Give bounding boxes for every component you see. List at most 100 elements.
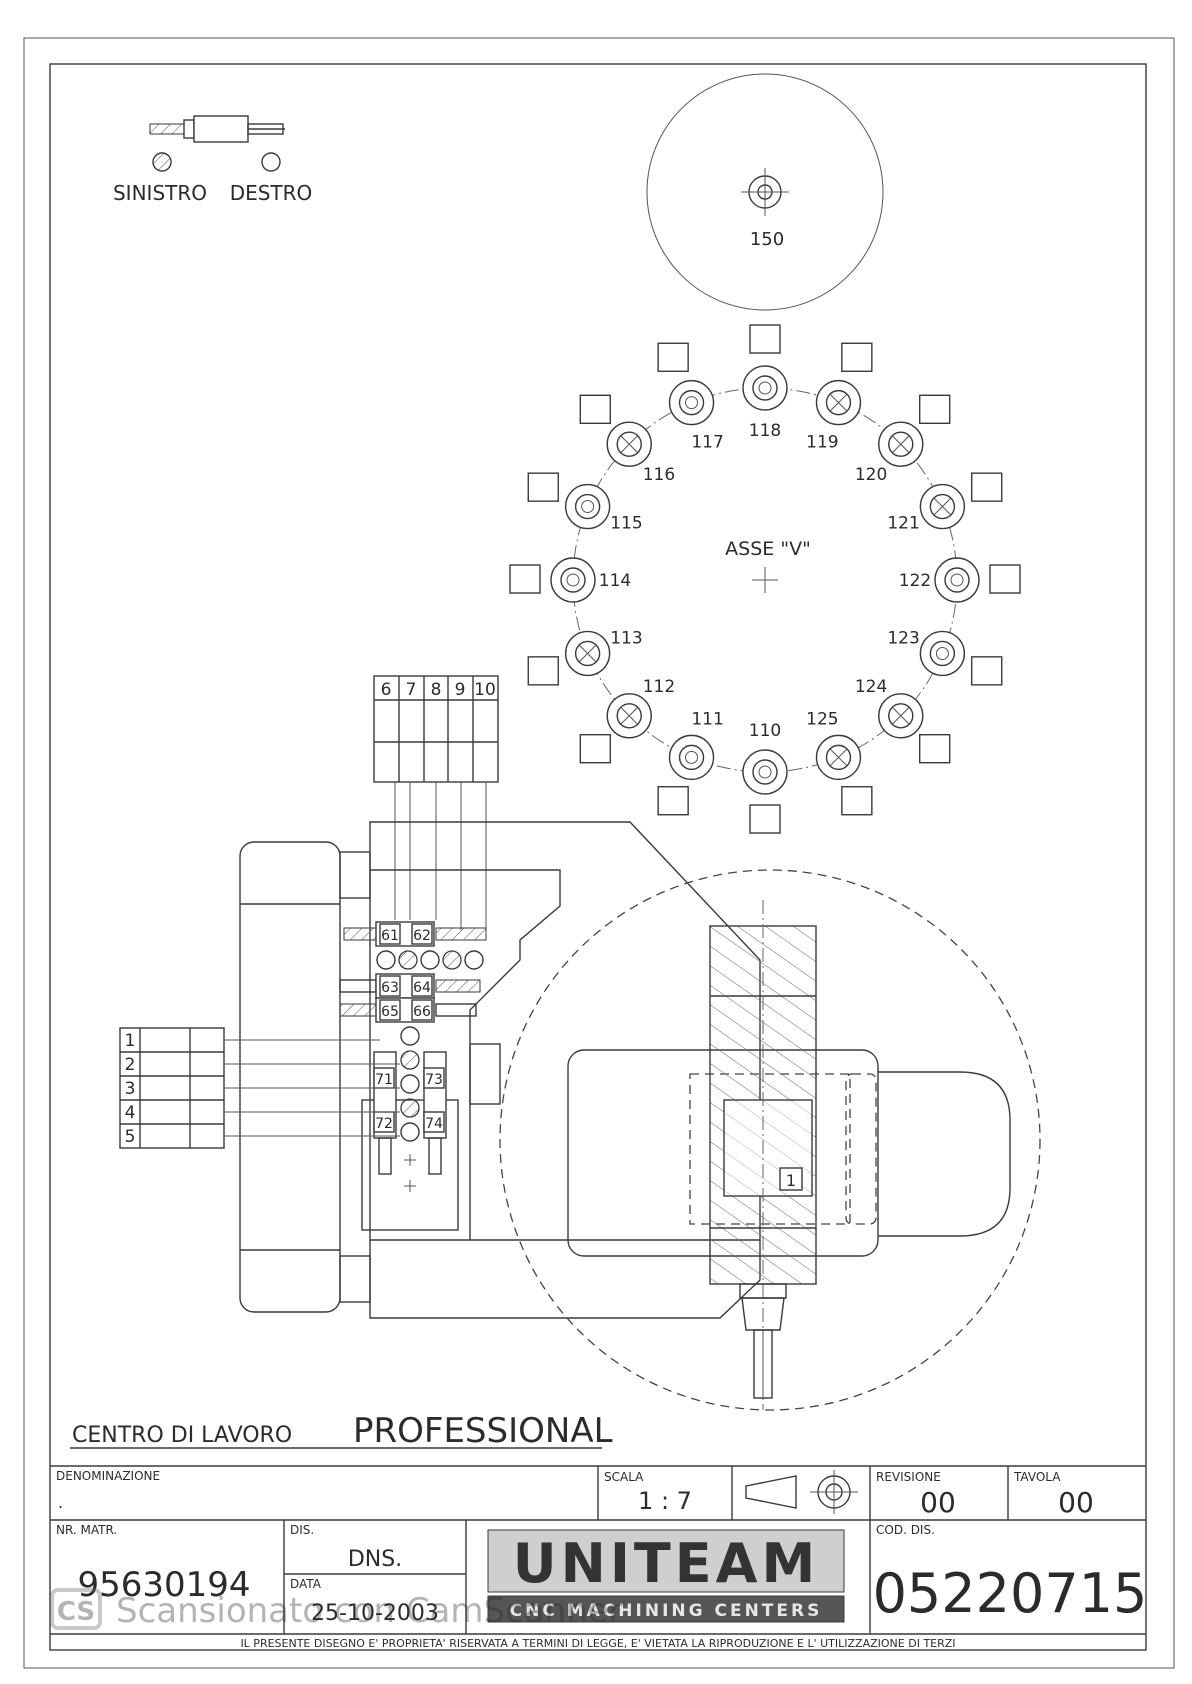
svg-text:65: 65 (381, 1004, 399, 1020)
tavola-label: TAVOLA (1013, 1470, 1061, 1484)
spindle-label-65: 65 (379, 999, 401, 1021)
logo-main: UNITEAM (513, 1532, 819, 1595)
tool-150-label: 150 (750, 229, 784, 250)
station-label-116: 116 (643, 465, 675, 485)
svg-text:63: 63 (381, 980, 399, 996)
svg-text:62: 62 (413, 928, 431, 944)
footer-notice: IL PRESENTE DISEGNO E' PROPRIETA' RISERV… (240, 1637, 955, 1650)
station-label-119: 119 (806, 432, 838, 452)
magazine-station-122: 122 (899, 557, 1021, 603)
top-connector-label-6: 6 (381, 680, 392, 700)
matr-value: 95630194 (77, 1565, 250, 1605)
station-label-112: 112 (643, 677, 675, 697)
scala-label: SCALA (604, 1470, 644, 1484)
legend-left-label: SINISTRO (113, 181, 207, 205)
magazine-station-124: 124 (855, 677, 951, 764)
station-label-117: 117 (691, 432, 723, 452)
left-hand-symbol-icon (152, 152, 172, 172)
logo-sub: CNC MACHINING CENTERS (510, 1601, 823, 1621)
magazine-stations: 1101111121131141151161171181191201211221… (509, 324, 1021, 834)
drawing-title: CENTRO DI LAVORO PROFESSIONAL (70, 1411, 613, 1451)
magazine-station-115: 115 (527, 472, 643, 534)
magazine-station-119: 119 (806, 342, 873, 452)
magazine-station-120: 120 (855, 394, 951, 485)
svg-text:71: 71 (375, 1072, 393, 1088)
dis-label: DIS. (290, 1523, 314, 1537)
svg-text:64: 64 (413, 980, 431, 996)
station-label-115: 115 (610, 514, 642, 534)
station-label-111: 111 (691, 710, 723, 730)
top-connector-label-8: 8 (431, 680, 442, 700)
magazine-station-123: 123 (887, 628, 1003, 686)
cod-value: 05220715 (873, 1562, 1148, 1625)
station-label-124: 124 (855, 677, 887, 697)
spindle-label-63: 63 (379, 975, 401, 997)
tool-legend: SINISTRO DESTRO (113, 115, 313, 205)
station-label-123: 123 (887, 628, 919, 648)
matr-label: NR. MATR. (56, 1523, 117, 1537)
magazine-station-117: 117 (657, 342, 724, 452)
revisione-label: REVISIONE (876, 1470, 941, 1484)
watermark-text: Scansionato con CamScanner (116, 1591, 623, 1631)
spindle-label-73: 73 (423, 1067, 445, 1089)
spindle-label-71: 71 (373, 1067, 395, 1089)
title-block: DENOMINAZIONE . SCALA 1 : 7 REVISIONE 00… (50, 1465, 1148, 1650)
projection-symbol-icon (745, 1470, 858, 1514)
magazine-station-112: 112 (579, 677, 675, 764)
revisione-value: 00 (920, 1486, 956, 1519)
left-connector-block: 1 2 3 4 5 (119, 1027, 400, 1149)
svg-text:72: 72 (375, 1116, 393, 1132)
tool-150: 150 (646, 73, 884, 311)
top-connector-label-9: 9 (455, 680, 466, 700)
left-connector-label-2: 2 (125, 1055, 136, 1075)
spindle-label-64: 64 (411, 975, 433, 997)
inner-border (49, 63, 1147, 1651)
left-connector-label-1: 1 (125, 1031, 136, 1051)
top-connector-label-10: 10 (474, 680, 496, 700)
uniteam-logo: UNITEAM CNC MACHINING CENTERS (487, 1529, 845, 1623)
spindle-label-62: 62 (411, 923, 433, 945)
title-prefix: CENTRO DI LAVORO (72, 1423, 292, 1448)
svg-text:74: 74 (425, 1116, 443, 1132)
magazine-station-116: 116 (579, 394, 675, 485)
dis-value: DNS. (348, 1547, 402, 1572)
magazine-station-125: 125 (806, 710, 873, 816)
magazine-station-111: 111 (657, 710, 724, 816)
tool-magazine: ASSE "V" 1101111121131141151161171181191… (509, 324, 1021, 834)
tavola-value: 00 (1058, 1486, 1094, 1519)
left-connector-label-4: 4 (125, 1103, 136, 1123)
svg-text:73: 73 (425, 1072, 443, 1088)
right-hand-symbol-icon (261, 152, 281, 172)
camscanner-watermark: CS Scansionato con CamScanner (50, 1588, 623, 1631)
spindle-label-61: 61 (379, 923, 401, 945)
scala-value: 1 : 7 (638, 1487, 692, 1515)
left-connector-label-5: 5 (125, 1127, 136, 1147)
data-label: DATA (290, 1577, 322, 1591)
station-label-113: 113 (610, 628, 642, 648)
cod-label: COD. DIS. (876, 1523, 935, 1537)
left-connector-label-3: 3 (125, 1079, 136, 1099)
spindle-label-66: 66 (411, 999, 433, 1021)
magazine-station-114: 114 (509, 557, 631, 603)
svg-text:61: 61 (381, 928, 399, 944)
station-label-125: 125 (806, 710, 838, 730)
spindle-label-74: 74 (423, 1111, 445, 1133)
axis-v-label: ASSE "V" (725, 538, 811, 560)
station-label-114: 114 (599, 571, 631, 591)
data-value: 25-10-2003 (311, 1601, 439, 1626)
magazine-station-121: 121 (887, 472, 1003, 534)
inner-tag-label: 1 (786, 1171, 796, 1190)
magazine-station-118: 118 (742, 324, 788, 441)
machining-head: 61 62 63 64 65 66 71 72 73 74 (239, 821, 761, 1319)
denominazione-label: DENOMINAZIONE (56, 1469, 160, 1483)
outer-border (23, 37, 1175, 1669)
magazine-station-113: 113 (527, 628, 643, 686)
legend-right-label: DESTRO (230, 181, 313, 205)
station-label-121: 121 (887, 514, 919, 534)
title-name: PROFESSIONAL (353, 1411, 613, 1451)
spindle-label-72: 72 (373, 1111, 395, 1133)
station-label-122: 122 (899, 571, 931, 591)
top-connector-label-7: 7 (406, 680, 417, 700)
